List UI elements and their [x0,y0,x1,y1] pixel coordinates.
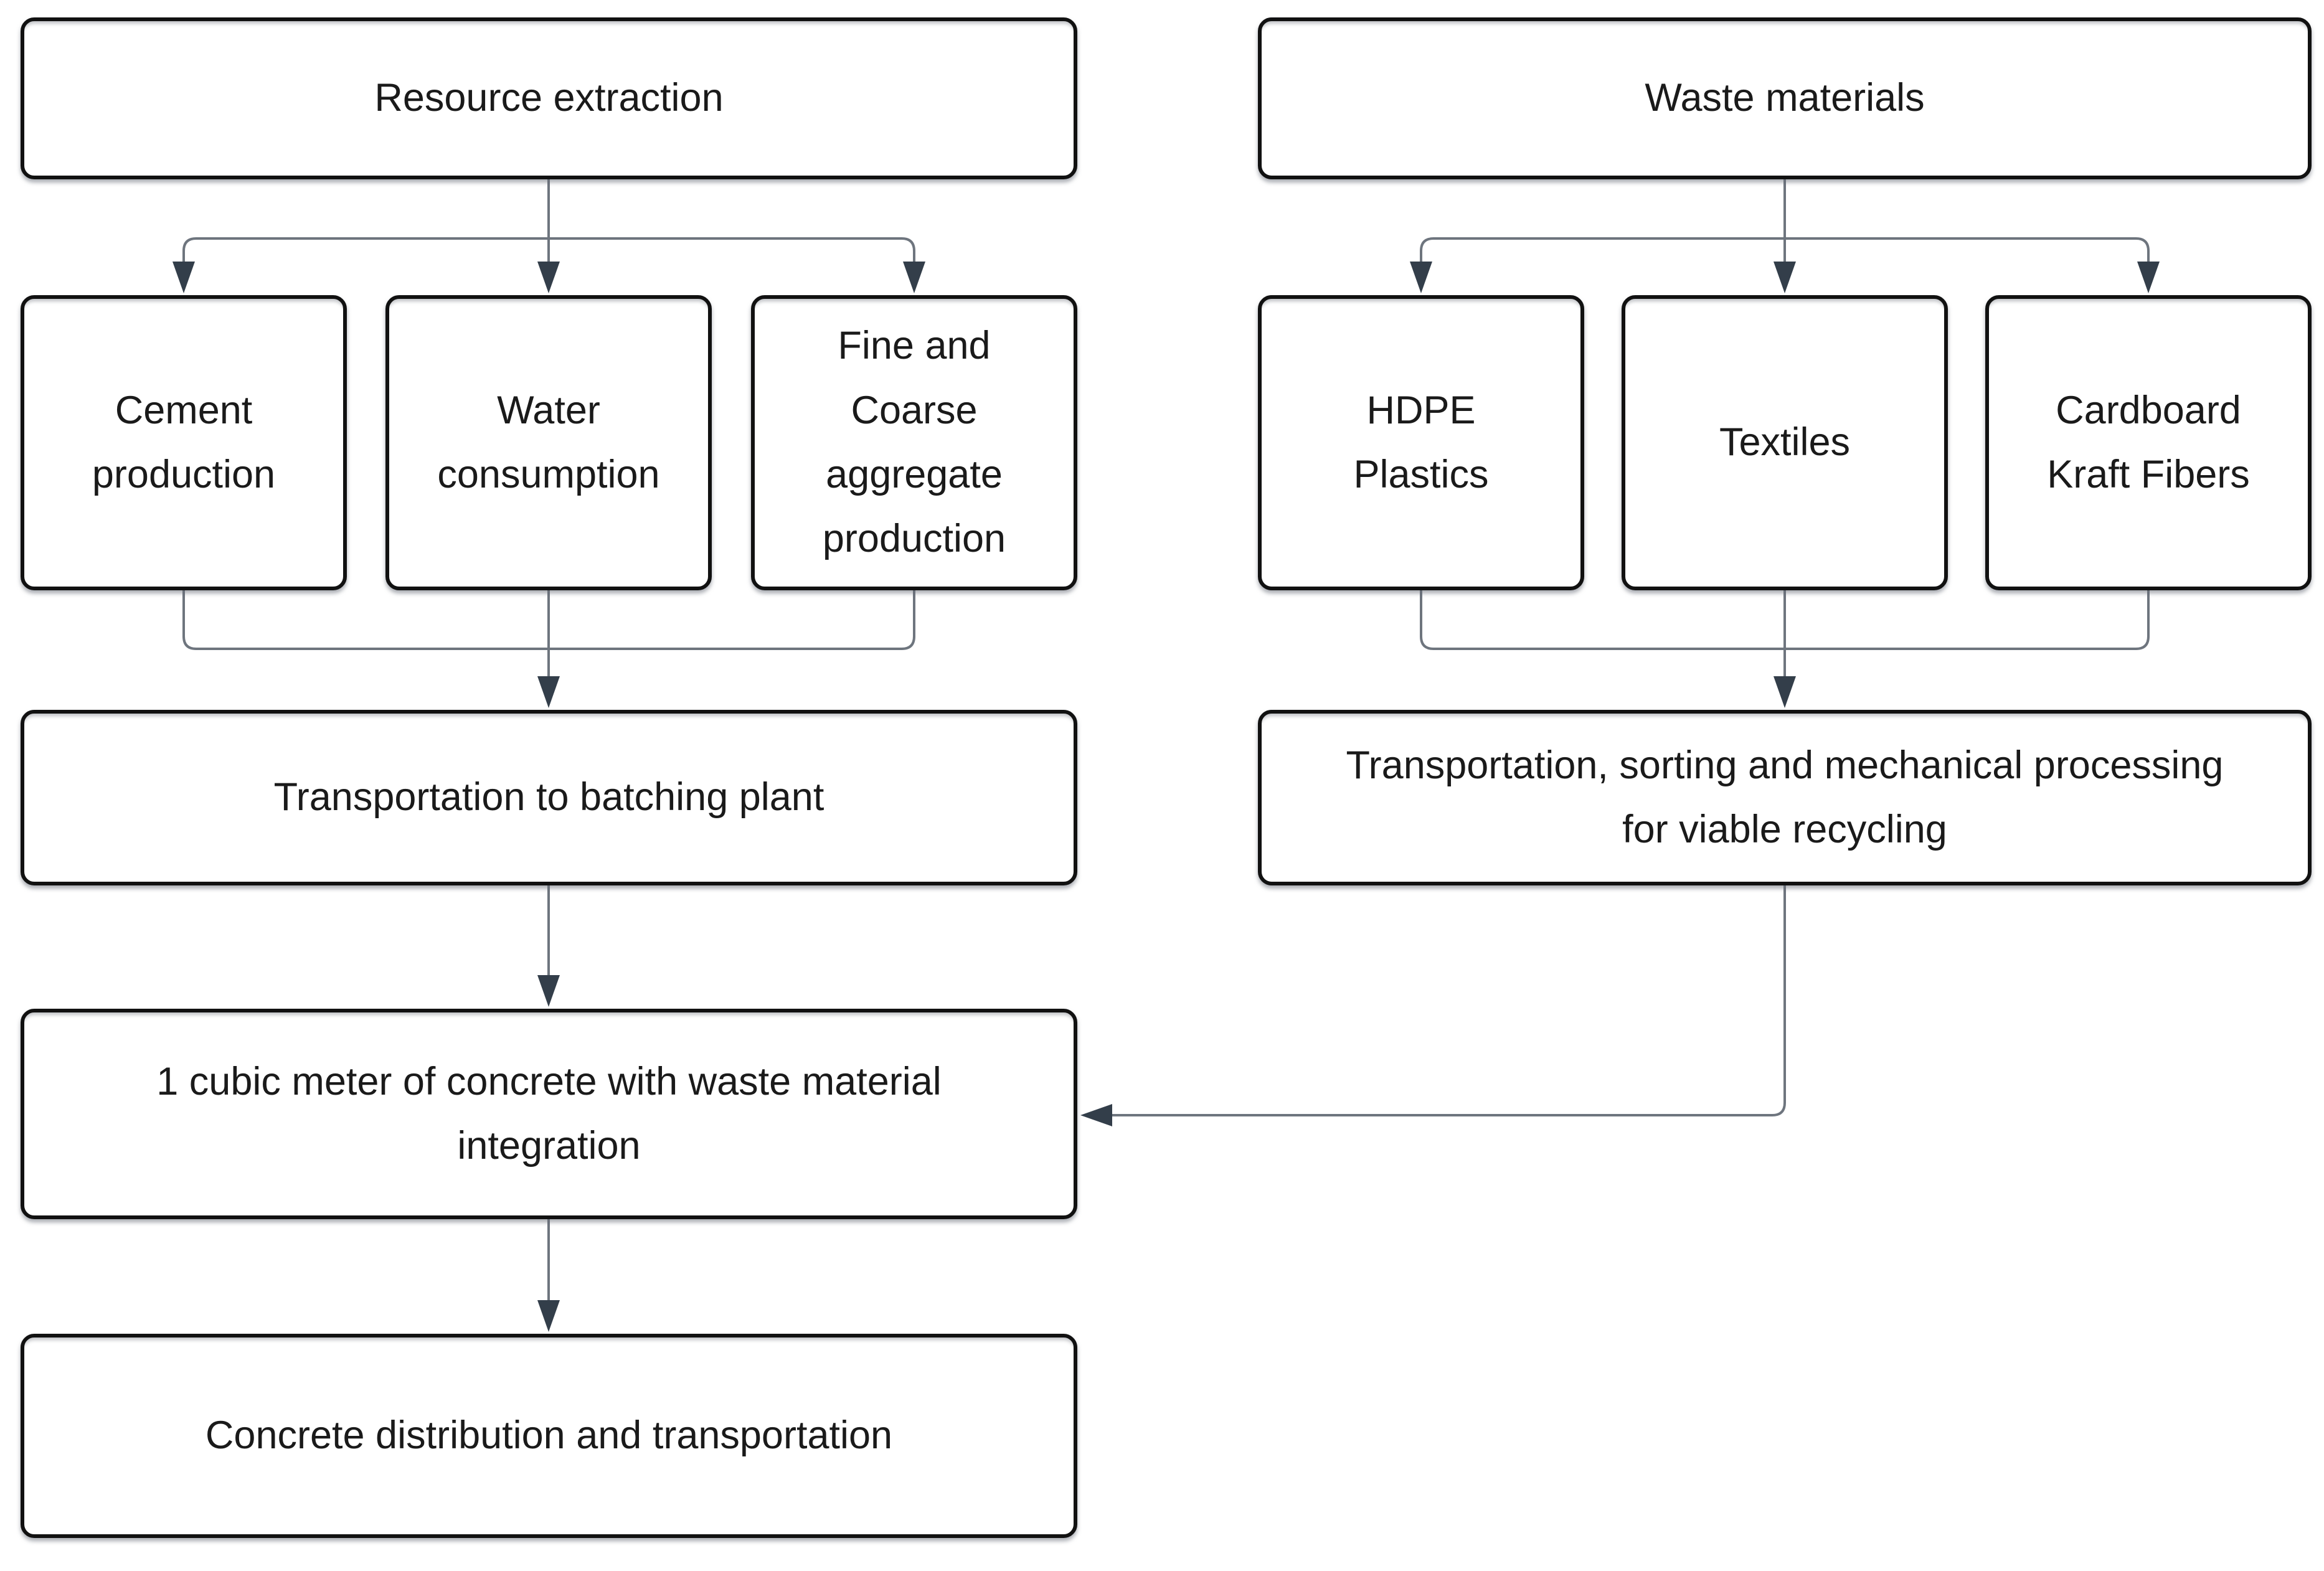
node-transportation-batching: Transportation to batching plant [21,710,1077,885]
connector-resource-to-children [172,179,925,293]
node-resource-extraction: Resource extraction [21,17,1077,179]
node-resource-extraction-label: Resource extraction [374,76,724,120]
node-one-cubic-meter-label: 1 cubic meter of concrete with waste mat… [156,1059,942,1168]
node-waste-materials: Waste materials [1258,17,2312,179]
node-fine-coarse-aggregate-label: Fine and Coarse aggregate production [822,324,1006,561]
node-one-cubic-meter: 1 cubic meter of concrete with waste mat… [21,1009,1077,1219]
node-cement-production: Cement production [21,295,347,590]
node-hdpe-plastics-label: HDPE Plastics [1353,388,1489,496]
node-transportation-sorting-label: Transportation, sorting and mechanical p… [1346,743,2224,851]
connector-children-to-sorting [1420,590,2150,708]
node-cardboard-kraft-label: Cardboard Kraft Fibers [2047,388,2250,496]
connector-batching-to-cubic [537,885,560,1007]
connector-sorting-to-cubic [1080,885,1786,1126]
node-transportation-batching-label: Transportation to batching plant [273,775,824,819]
node-cardboard-kraft: Cardboard Kraft Fibers [1985,295,2312,590]
node-textiles: Textiles [1622,295,1948,590]
node-water-consumption: Water consumption [385,295,712,590]
node-textiles-label: Textiles [1719,420,1851,465]
connector-cubic-to-distribution [537,1219,560,1332]
node-transportation-sorting: Transportation, sorting and mechanical p… [1258,710,2312,885]
node-waste-materials-label: Waste materials [1645,76,1925,120]
node-fine-coarse-aggregate: Fine and Coarse aggregate production [751,295,1077,590]
node-cement-production-label: Cement production [92,388,276,496]
node-hdpe-plastics: HDPE Plastics [1258,295,1584,590]
node-water-consumption-label: Water consumption [437,388,660,496]
node-concrete-distribution: Concrete distribution and transportation [21,1334,1077,1538]
connector-waste-to-children [1410,179,2160,293]
connector-children-to-batching [182,590,915,708]
node-concrete-distribution-label: Concrete distribution and transportation [205,1413,893,1458]
